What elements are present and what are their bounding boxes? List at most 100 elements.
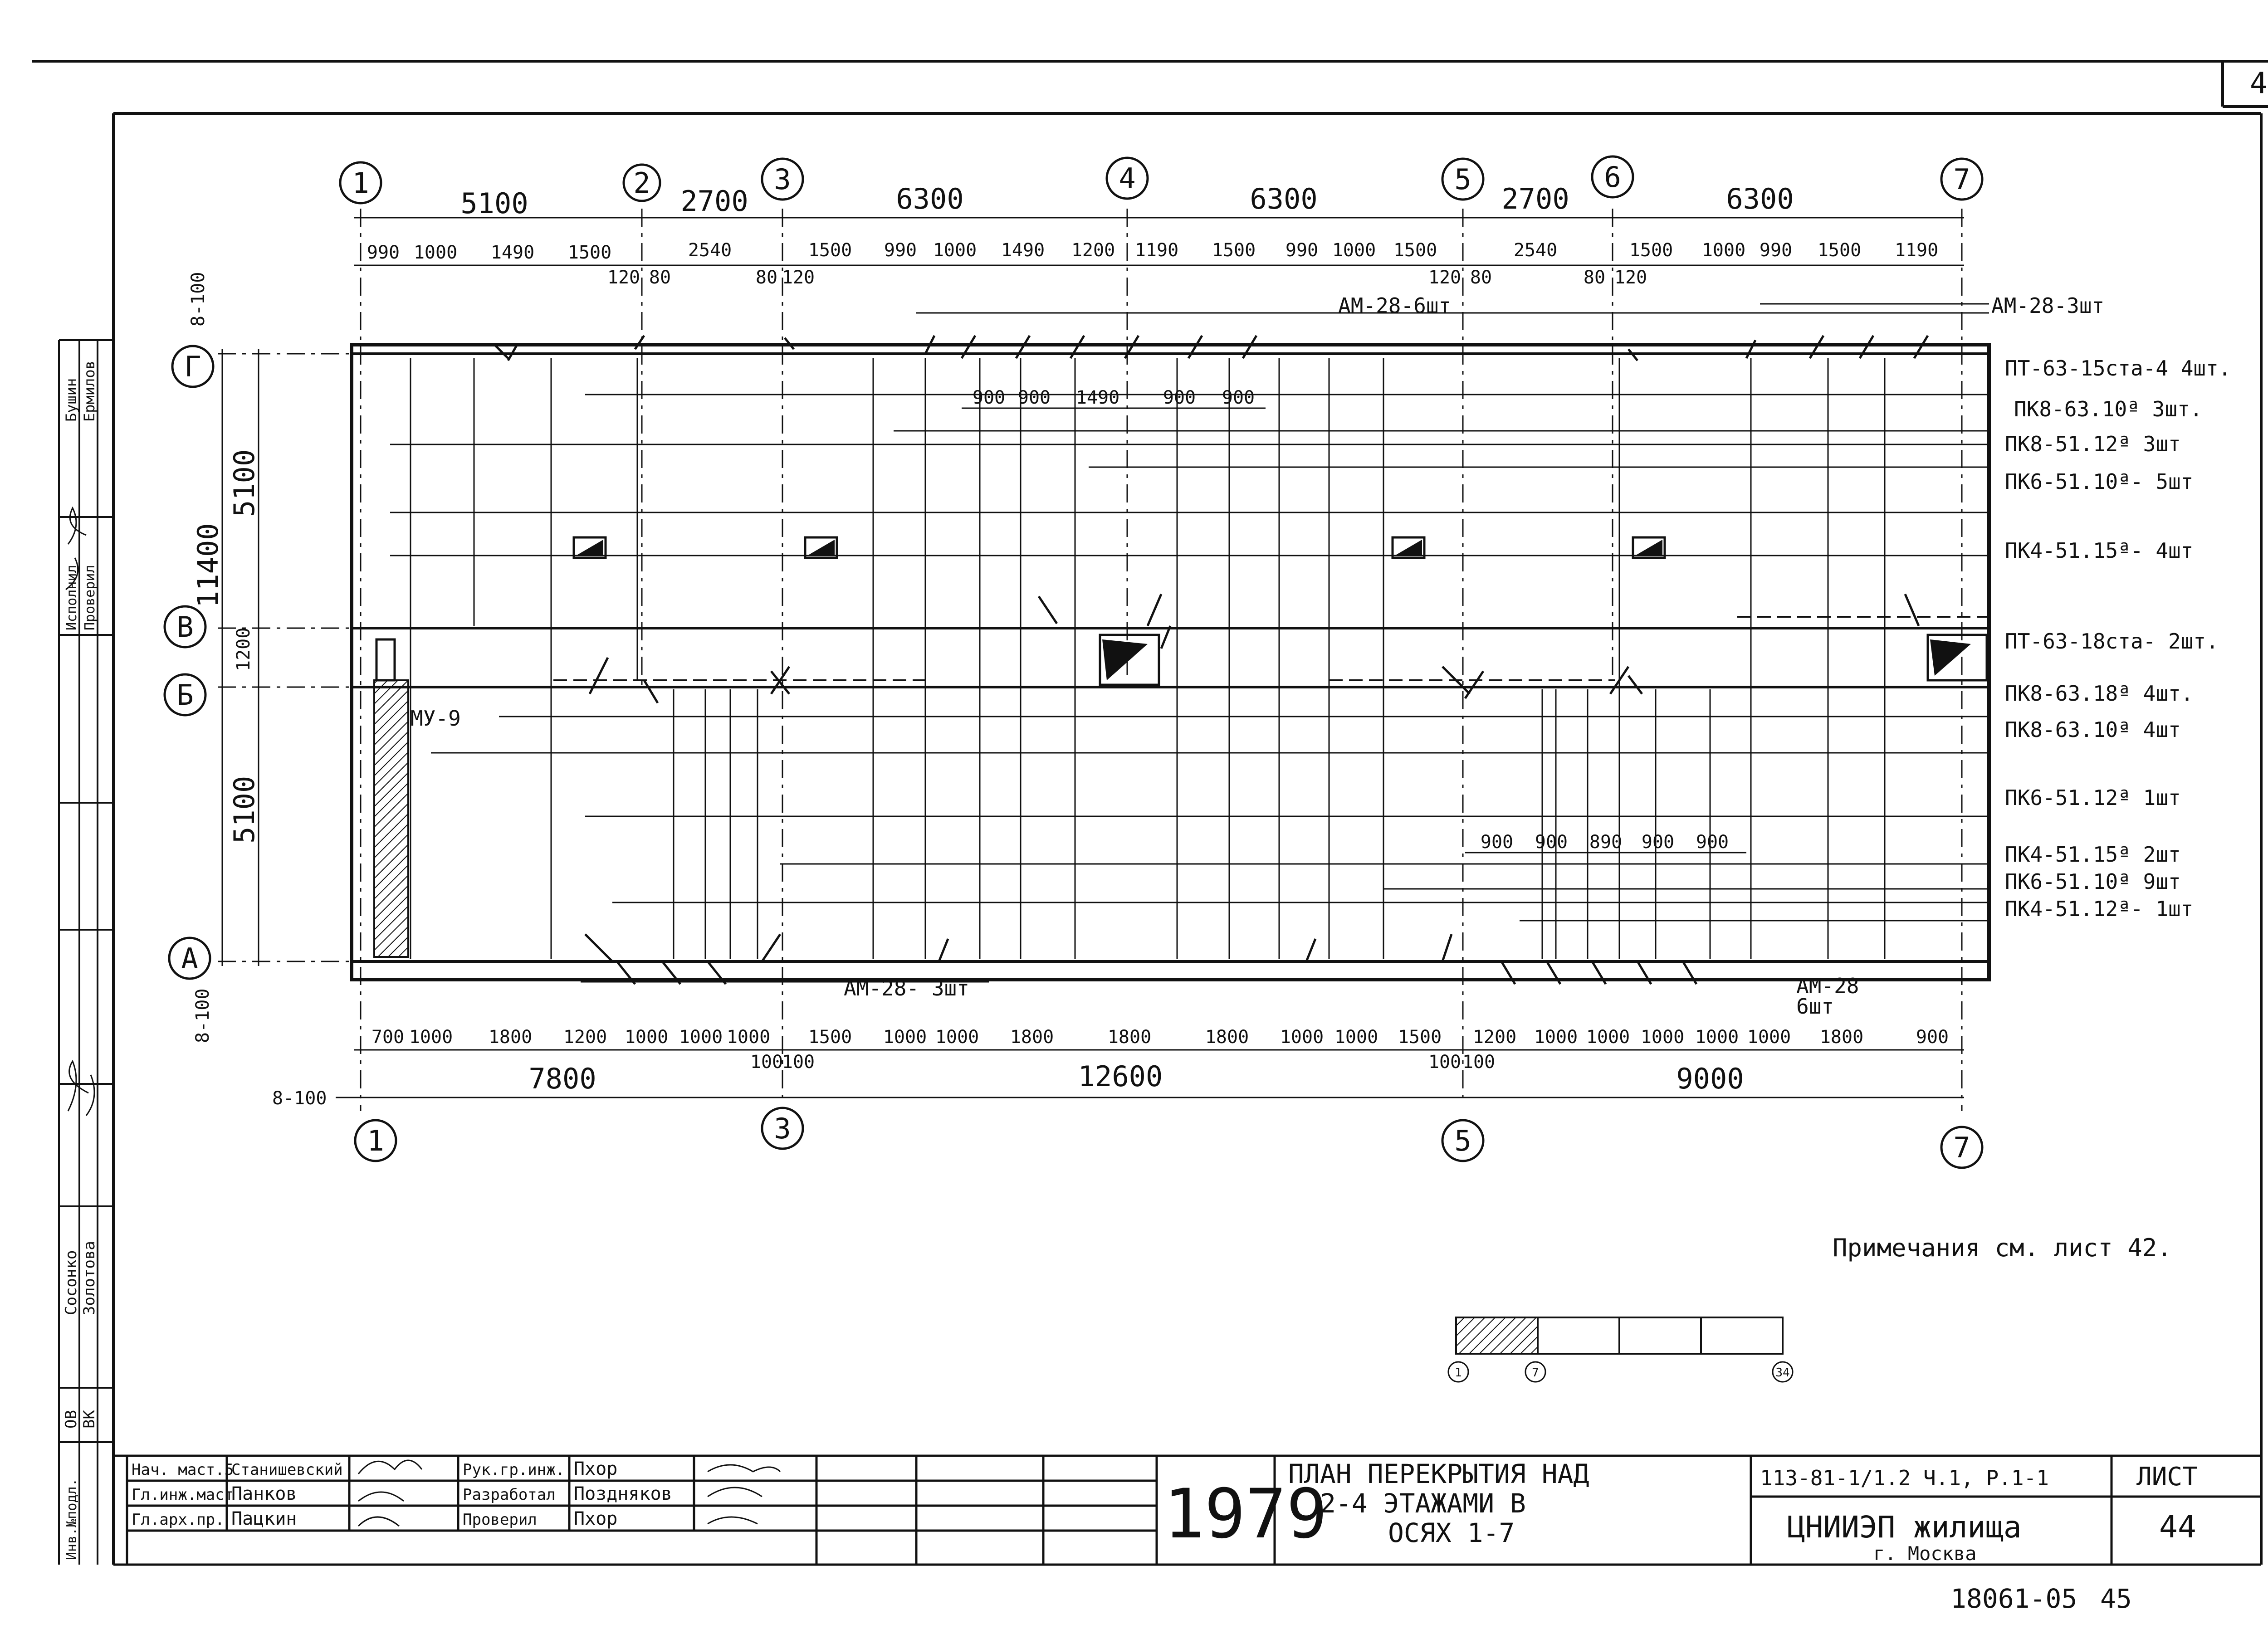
key-plan-label: 1 <box>1455 1366 1462 1380</box>
dim-bottom-sub: 1800 <box>1205 1027 1249 1048</box>
schedule-item: ПК6-51.10ª- 5шт <box>2005 469 2193 494</box>
dim-top-sub: 1490 <box>1001 240 1045 261</box>
axis-label-1-bottom: 1 <box>367 1124 384 1157</box>
rebar-label: АМ-28 <box>1796 974 1859 998</box>
dim-bottom-main: 9000 <box>1676 1062 1744 1095</box>
dim-bottom-small: 100 <box>1462 1052 1495 1073</box>
schedule-item: ПК8-63.18ª 4шт. <box>2005 681 2193 706</box>
dim-top-main: 2700 <box>1501 182 1569 215</box>
dim-bottom-sub: 1500 <box>1398 1027 1442 1048</box>
axis-label-3-top: 3 <box>774 163 791 196</box>
axis-label-7-bottom: 7 <box>1953 1131 1970 1164</box>
dim-top-sub: 1000 <box>933 240 977 261</box>
mu-label: МУ-9 <box>411 706 461 731</box>
dim-bottom-sub: 1000 <box>1334 1027 1378 1048</box>
dim-bottom-sub: 1000 <box>1641 1027 1684 1048</box>
dim-bottom-sub: 1800 <box>1820 1027 1863 1048</box>
dim-inner: 900 <box>1696 832 1729 853</box>
key-plan-label: 34 <box>1775 1366 1789 1380</box>
dim-bottom-sub: 1200 <box>1473 1027 1516 1048</box>
stamp-text: Золотова <box>80 1241 98 1315</box>
schedule-item: ПК4-51.15ª 2шт <box>2005 842 2181 867</box>
dim-top-small: 80 <box>1470 267 1492 288</box>
tb-year: 1979 <box>1163 1475 1327 1554</box>
axis-label-4-top: 4 <box>1119 162 1135 195</box>
dim-top-sub: 1190 <box>1895 240 1938 261</box>
title-block-grid <box>113 1454 2261 1566</box>
tb-name: Пхор <box>574 1508 617 1529</box>
axis-label-a: А <box>181 942 198 975</box>
bottom-dimensions-main: 7800 12600 9000 <box>528 1060 1744 1095</box>
tb-role: Гл.арх.пр. <box>132 1511 225 1529</box>
axis-label-b: Б <box>176 678 193 712</box>
dim-top-sub: 1190 <box>1135 240 1178 261</box>
tb-title-line: ПЛАН ПЕРЕКРЫТИЯ НАД <box>1288 1458 1589 1489</box>
tb-role: Нач. маст.5 <box>132 1461 234 1479</box>
schedule-item: ПК8-51.12ª 3шт <box>2005 432 2181 456</box>
tb-role: Гл.инж.маст <box>132 1486 234 1504</box>
tb-sheet-label: ЛИСТ <box>2136 1462 2198 1492</box>
tb-city: г. Москва <box>1873 1542 1977 1565</box>
stamp-text: ОВ <box>62 1410 80 1429</box>
dim-top-sub: 1000 <box>414 242 457 263</box>
page-number: 45 <box>2250 67 2268 100</box>
schedule-item: ПК8-63.10ª 4шт <box>2005 717 2181 742</box>
axis-label-1-top: 1 <box>352 166 369 200</box>
dim-bottom-sub: 1000 <box>1586 1027 1630 1048</box>
dim-bottom-sub: 1000 <box>1695 1027 1739 1048</box>
dim-bottom-sub: 1000 <box>883 1027 927 1048</box>
dim-top-sub: 990 <box>884 240 917 261</box>
key-plan-label: 7 <box>1532 1366 1539 1380</box>
dim-top-small: 80 <box>649 267 671 288</box>
dim-bottom-small: 100 <box>750 1052 783 1073</box>
dim-top-sub: 1500 <box>808 240 852 261</box>
dim-top-sub: 1200 <box>1071 240 1115 261</box>
dim-bottom-sub: 1000 <box>727 1027 770 1048</box>
bottom-dimensions-sub: 700 1000 1800 1200 1000 1000 1000 1500 1… <box>371 1027 1949 1048</box>
signature <box>357 1459 423 1527</box>
dim-top-main: 6300 <box>1726 182 1794 215</box>
archive-page: 45 <box>2100 1583 2132 1614</box>
side-stamp <box>58 339 113 1565</box>
schedule-item: ПК8-63.10ª 3шт. <box>2014 397 2202 421</box>
tb-name: Пхор <box>574 1458 617 1479</box>
dim-bottom-sub: 1500 <box>808 1027 852 1048</box>
note-text: Примечания см. лист 42. <box>1833 1234 2172 1262</box>
tb-code: 113-81-1/1.2 Ч.1, Р.1-1 <box>1760 1466 2049 1490</box>
schedule-item: ПК4-51.15ª- 4шт <box>2005 538 2193 563</box>
dim-inner: 900 <box>1018 387 1051 408</box>
axis-label-2-top: 2 <box>633 166 650 200</box>
slab-joints <box>410 358 1886 959</box>
tb-role: Рук.гр.инж. <box>463 1461 565 1479</box>
schedule-item: ПТ-63-18ста- 2шт. <box>2005 629 2219 654</box>
dim-bottom-sub: 1800 <box>1010 1027 1054 1048</box>
inner-dimensions-top: 900 900 1490 900 900 <box>973 387 1255 408</box>
dim-top-sub: 1490 <box>491 242 534 263</box>
stamp-text: Проверил <box>82 565 98 631</box>
schedule-item: ПК6-51.10ª 9шт <box>2005 869 2181 894</box>
key-plan <box>1447 1317 1794 1383</box>
masonry-strip <box>373 679 409 958</box>
tb-name: Пацкин <box>231 1508 297 1529</box>
dim-left: 5100 <box>228 449 261 517</box>
masonry-block <box>375 638 396 682</box>
top-dimensions-sub: 990 1000 1490 1500 2540 1500 990 1000 14… <box>367 240 1938 263</box>
stamp-text: Инв.№подл. <box>64 1478 80 1560</box>
axis-bubbles <box>163 155 1984 1169</box>
tb-role: Проверил <box>463 1511 537 1529</box>
stamp-text: Бушин <box>63 378 80 422</box>
dim-inner: 900 <box>1481 832 1513 853</box>
tb-title-line: 2-4 ЭТАЖАМИ В <box>1320 1488 1526 1519</box>
dim-top-sub: 990 <box>1760 240 1792 261</box>
slab-schedule: ПТ-63-15ста-4 4шт. ПК8-63.10ª 3шт. ПК8-5… <box>2005 356 2231 921</box>
tb-role: Разработал <box>463 1486 556 1504</box>
axis-label-3-bottom: 3 <box>774 1112 791 1145</box>
dim-bottom-sub: 1000 <box>1747 1027 1791 1048</box>
tb-name: Панков <box>231 1483 297 1504</box>
offset-label: 8-100 <box>192 989 213 1043</box>
title-block-text: Нач. маст.5 Гл.инж.маст Гл.арх.пр. Стани… <box>132 1458 2198 1565</box>
dim-bottom-main: 12600 <box>1078 1060 1163 1093</box>
stamp-text: Ермилов <box>81 361 98 422</box>
dim-inner: 900 <box>1535 832 1568 853</box>
dim-top-sub: 990 <box>1286 240 1318 261</box>
